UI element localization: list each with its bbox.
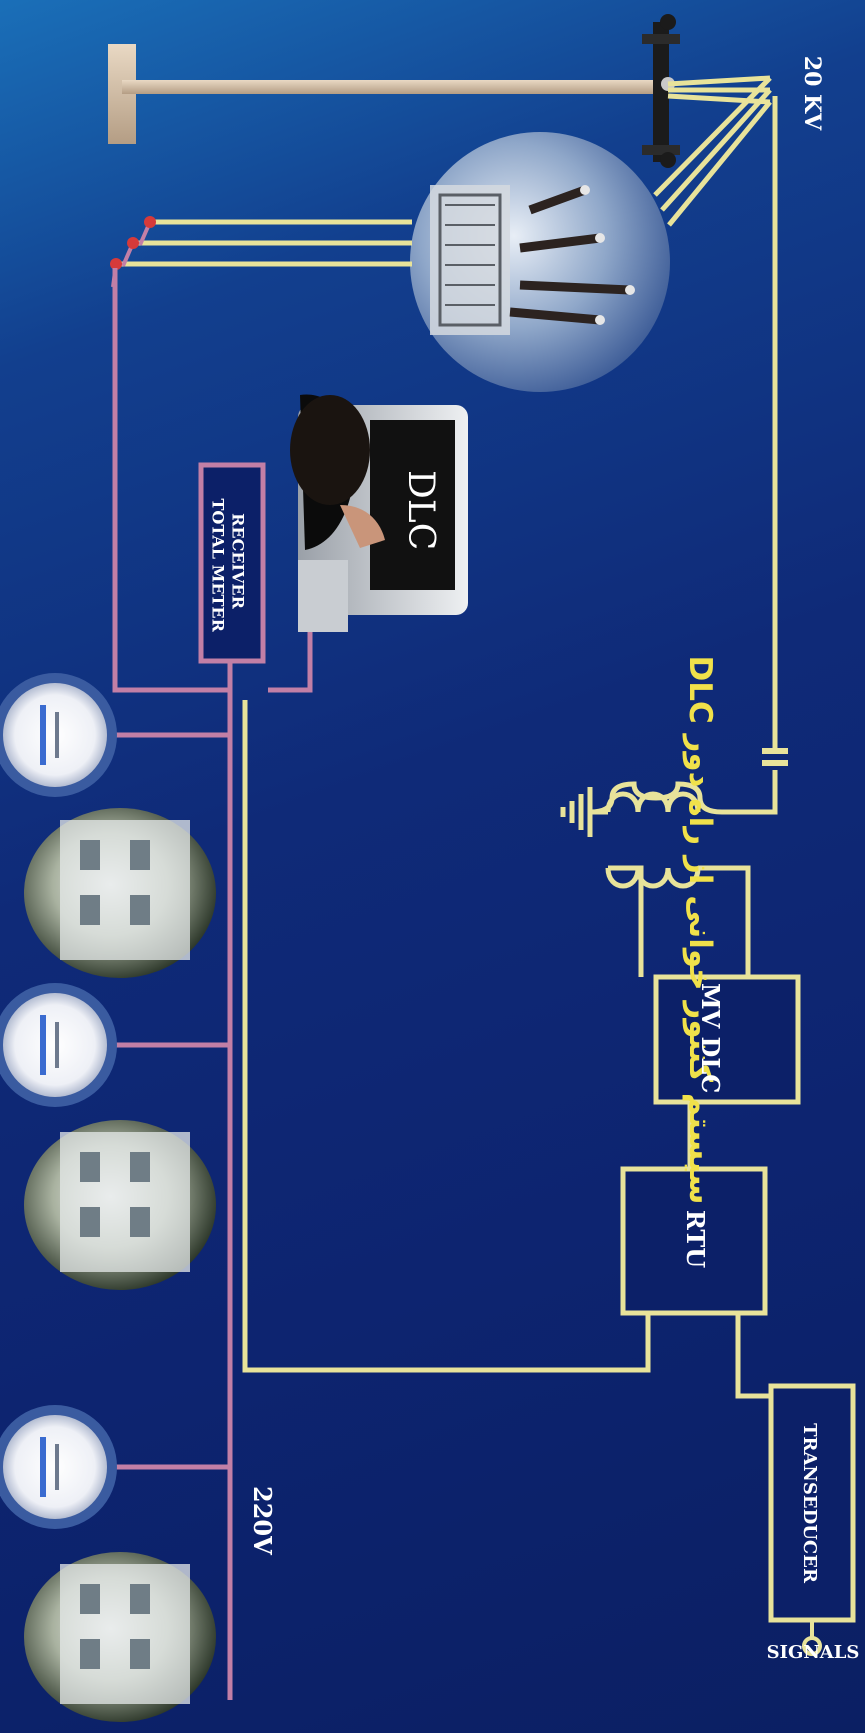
- capacitor-icon: [762, 748, 788, 766]
- label-receiver: RECEIVER: [228, 513, 248, 609]
- label-20kv: 20 KV: [799, 55, 825, 131]
- house-photo: [24, 1552, 216, 1722]
- label-transeducer: TRANSEDUCER: [799, 1423, 820, 1583]
- energy-meter-icon: [0, 1405, 117, 1529]
- rtu-box: [620, 1166, 768, 1316]
- label-mv-dlc: MV DLC: [696, 983, 725, 1094]
- signal-terminal-icon: [802, 1636, 822, 1656]
- transeducer-box: [768, 1383, 856, 1623]
- low-voltage-lines: [112, 268, 313, 1700]
- label-total-meter: TOTAL METER: [208, 498, 228, 632]
- utility-pole-icon: [108, 14, 680, 168]
- ground-icon: [560, 787, 608, 837]
- substation-photo: [410, 132, 670, 392]
- house-photo: [24, 1120, 216, 1290]
- transformer-coil-icon: [589, 781, 723, 889]
- label-220v: 220V: [248, 1486, 277, 1555]
- energy-meter-icon: [0, 673, 117, 797]
- mv-dlc-box: [653, 974, 801, 1105]
- rtu-receiver-wire: [242, 700, 651, 1373]
- medium-voltage-lines: [653, 75, 778, 815]
- coil-to-mvdlc-wires: [608, 865, 751, 977]
- energy-meter-icon: [0, 983, 117, 1107]
- label-dlc-screen: DLC: [400, 470, 441, 551]
- label-signals: SIGNALS: [766, 1642, 860, 1663]
- computer-operator-photo: [290, 394, 468, 632]
- receiver-total-meter-box: [198, 462, 266, 664]
- label-rtu: RTU: [681, 1209, 710, 1269]
- house-photo: [24, 808, 216, 978]
- rtu-transeducer-wire: [735, 1313, 771, 1399]
- substation-output-lines: [116, 219, 412, 267]
